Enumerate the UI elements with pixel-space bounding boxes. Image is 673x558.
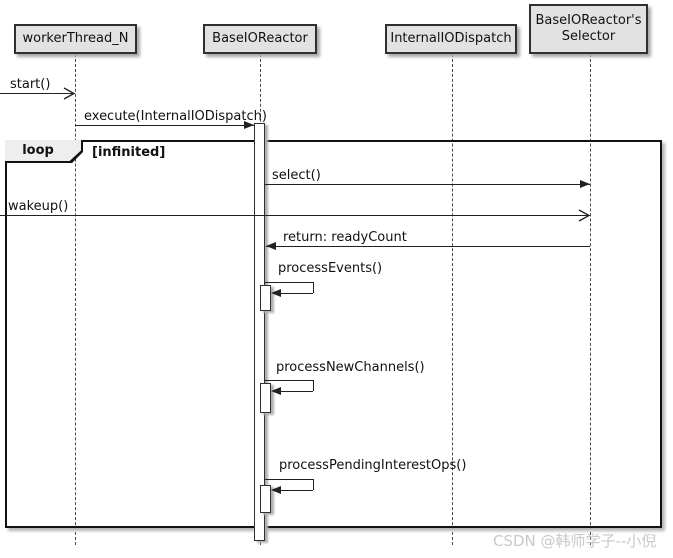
self-arrow-down-line <box>313 380 314 391</box>
arrow-filled-head-icon <box>266 242 276 250</box>
participant-box-baseioreactor: BaseIOReactor <box>203 24 317 54</box>
activation-bar-processnewchannels <box>260 383 271 413</box>
message-label-processpendinginterestops: processPendingInterestOps() <box>279 458 467 473</box>
message-label-execute: execute(InternalIODispatch) <box>84 109 267 124</box>
self-arrow-out-line <box>265 282 313 283</box>
self-arrow-out-line <box>265 380 313 381</box>
arrow-line-select <box>265 184 590 185</box>
arrow-open-head-icon <box>578 209 591 222</box>
lifeline-workerthread <box>75 54 76 545</box>
message-label-processevents: processEvents() <box>278 261 383 276</box>
arrow-filled-head-icon <box>271 486 281 494</box>
participant-label: workerThread_N <box>22 30 129 46</box>
message-label-wakeup: wakeup() <box>8 199 69 214</box>
participant-box-workerthread: workerThread_N <box>14 24 137 54</box>
arrow-open-head-icon <box>63 87 76 100</box>
loop-frame <box>5 140 662 528</box>
loop-label: loop <box>5 140 81 161</box>
self-arrow-back-line <box>273 490 313 491</box>
participant-box-internaliodispatch: InternalIODispatch <box>385 24 517 54</box>
arrow-line-wakeup <box>0 215 590 216</box>
arrow-filled-head-icon <box>244 121 254 129</box>
message-label-start: start() <box>10 77 51 92</box>
message-label-return-readycount: return: readyCount <box>283 230 407 245</box>
activation-bar-processpendinginterestops <box>260 485 271 513</box>
message-label-processnewchannels: processNewChannels() <box>276 360 425 375</box>
self-arrow-out-line <box>265 479 313 480</box>
participant-label: BaseIOReactor's Selector <box>535 12 642 44</box>
activation-bar-main <box>254 123 265 541</box>
arrow-filled-head-icon <box>271 387 281 395</box>
loop-label-pentagon: loop <box>5 140 83 163</box>
self-arrow-back-line <box>273 293 313 294</box>
lifeline-internaliodispatch <box>452 54 453 545</box>
participant-label: InternalIODispatch <box>390 30 512 46</box>
message-label-select: select() <box>272 168 321 183</box>
participant-label: BaseIOReactor <box>212 30 308 46</box>
arrow-line-start <box>0 93 75 94</box>
self-arrow-back-line <box>273 391 313 392</box>
participant-box-selector: BaseIOReactor's Selector <box>529 4 648 54</box>
lifeline-selector <box>590 54 591 545</box>
self-arrow-down-line <box>313 282 314 293</box>
arrow-line-execute <box>75 125 254 126</box>
watermark: CSDN @韩师学子--小倪 <box>493 532 657 550</box>
arrow-filled-head-icon <box>271 289 281 297</box>
self-arrow-down-line <box>313 479 314 490</box>
loop-condition: [infinited] <box>92 145 166 160</box>
arrow-filled-head-icon <box>580 180 590 188</box>
activation-bar-processevents <box>260 285 271 311</box>
arrow-line-return <box>266 246 590 247</box>
